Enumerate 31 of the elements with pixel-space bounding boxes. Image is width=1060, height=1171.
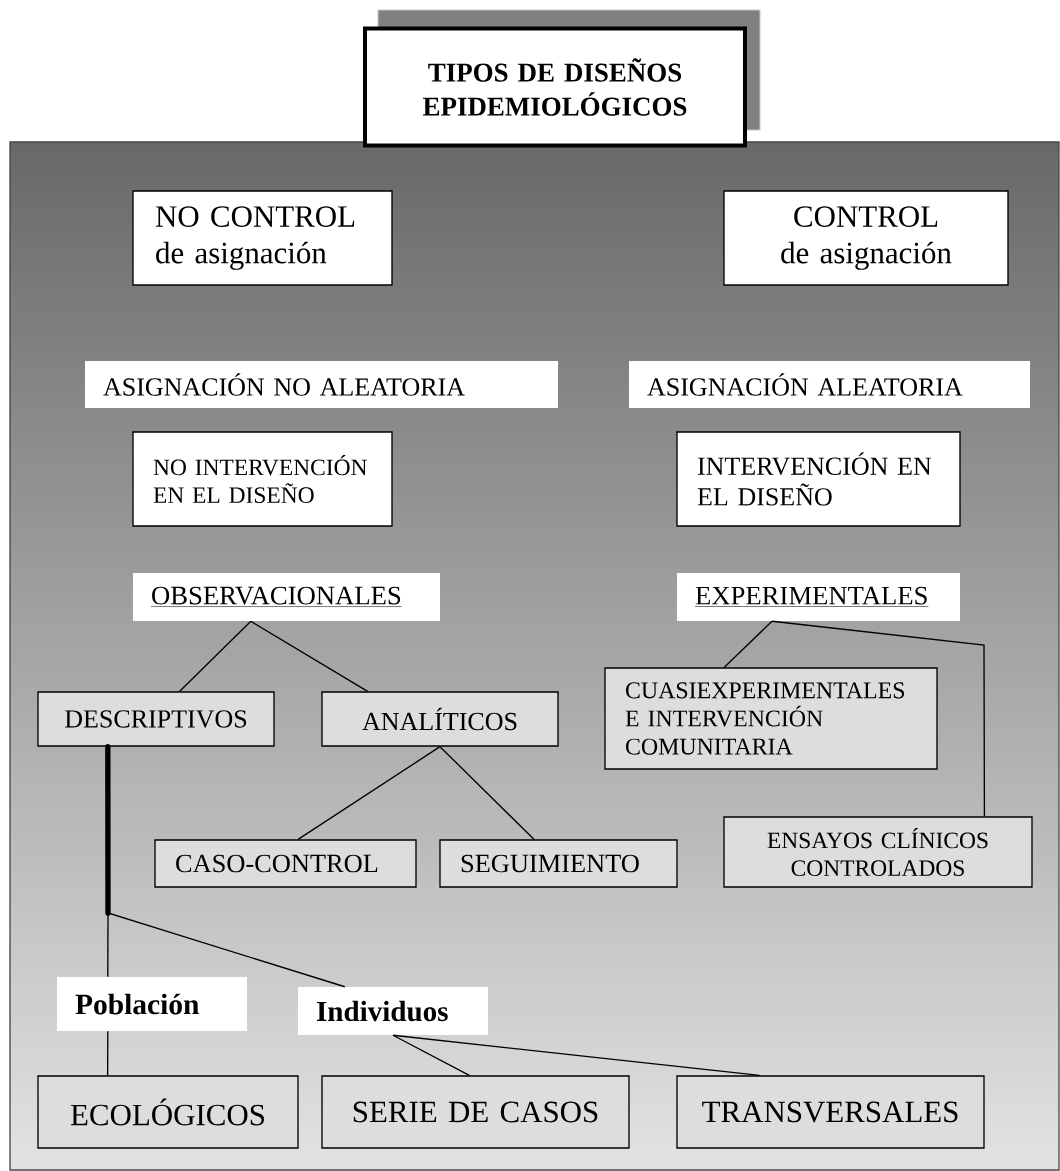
type-box: DESCRIPTIVOS — [37, 691, 275, 747]
type-box: ENSAYOS CLÍNICOS CONTROLADOS — [723, 816, 1033, 888]
connector-line — [439, 746, 535, 840]
title-box: TIPOS DE DISEÑOS EPIDEMIOLÓGICOS — [363, 9, 761, 148]
label-band: Población — [57, 977, 247, 1031]
label-band: EXPERIMENTALES — [677, 573, 960, 621]
category-box: NO INTERVENCIÓN EN EL DISEÑO — [132, 431, 393, 527]
connector-line — [771, 620, 986, 817]
connector-line — [392, 1034, 761, 1076]
design-box: SERIE DE CASOS — [321, 1075, 630, 1149]
label-band: ASIGNACIÓN ALEATORIA — [629, 361, 1030, 408]
type-box: ANALÍTICOS — [321, 691, 559, 747]
type-box: CUASIEXPERIMENTALES E INTERVENCIÓN COMUNITARIA — [604, 667, 938, 770]
heading-box: NO CONTROL de asignación — [132, 190, 393, 286]
type-box: SEGUIMIENTO — [439, 839, 678, 888]
label-band: ASIGNACIÓN NO ALEATORIA — [85, 361, 558, 408]
connector-line — [723, 620, 773, 668]
connector-line — [250, 620, 369, 692]
connector-line — [106, 1030, 109, 1076]
heading-box: CONTROL de asignación — [723, 190, 1009, 286]
design-box: ECOLÓGICOS — [37, 1075, 299, 1149]
connector-line — [179, 620, 252, 692]
connector-line — [297, 746, 441, 840]
design-box: TRANSVERSALES — [676, 1075, 985, 1149]
category-box: INTERVENCIÓN EN EL DISEÑO — [676, 431, 961, 527]
connector-line — [105, 744, 111, 978]
connector-line — [392, 1034, 470, 1076]
connector-line — [107, 746, 346, 988]
type-box: CASO-CONTROL — [154, 839, 417, 888]
label-band: Individuos — [298, 987, 488, 1035]
label-band: OBSERVACIONALES — [133, 573, 440, 621]
